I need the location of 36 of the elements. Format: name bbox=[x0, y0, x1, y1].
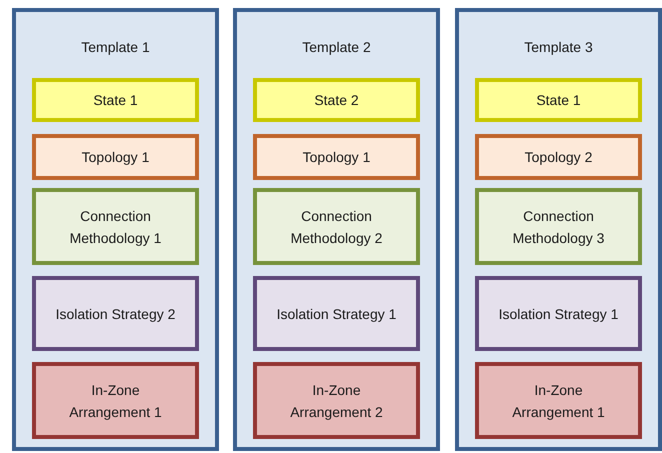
panel-title: Template 1 bbox=[80, 38, 151, 57]
template-panel bbox=[455, 8, 662, 451]
box-label: Isolation Strategy 1 bbox=[276, 304, 396, 324]
box-label: State 1 bbox=[536, 91, 581, 110]
state-box bbox=[253, 78, 420, 122]
box-label: In-Zone Arrangement 1 bbox=[511, 380, 606, 422]
state-box bbox=[32, 78, 199, 122]
template-panel bbox=[233, 8, 440, 451]
topology-box bbox=[32, 134, 199, 180]
box-label: State 1 bbox=[93, 91, 138, 110]
box-label: Topology 1 bbox=[302, 148, 370, 167]
strategy-box bbox=[475, 276, 642, 351]
panel-title: Template 2 bbox=[301, 38, 372, 57]
topology-box bbox=[253, 134, 420, 180]
box-label: Topology 2 bbox=[524, 148, 592, 167]
arrangement-box bbox=[253, 362, 420, 439]
box-label: State 2 bbox=[314, 91, 359, 110]
template-panel bbox=[12, 8, 219, 451]
box-label: Connection Methodology 2 bbox=[290, 206, 384, 248]
topology-box bbox=[475, 134, 642, 180]
arrangement-box bbox=[475, 362, 642, 439]
methodology-box bbox=[32, 188, 199, 265]
box-label: In-Zone Arrangement 1 bbox=[68, 380, 163, 422]
box-label: Topology 1 bbox=[82, 148, 150, 167]
box-label: In-Zone Arrangement 2 bbox=[289, 380, 384, 422]
methodology-box bbox=[253, 188, 420, 265]
box-label: Connection Methodology 1 bbox=[68, 206, 162, 248]
methodology-box bbox=[475, 188, 642, 265]
arrangement-box bbox=[32, 362, 199, 439]
state-box bbox=[475, 78, 642, 122]
box-label: Connection Methodology 3 bbox=[512, 206, 606, 248]
strategy-box bbox=[253, 276, 420, 351]
panel-title: Template 3 bbox=[523, 38, 594, 57]
strategy-box bbox=[32, 276, 199, 351]
box-label: Isolation Strategy 1 bbox=[498, 304, 618, 324]
box-label: Isolation Strategy 2 bbox=[56, 304, 176, 324]
